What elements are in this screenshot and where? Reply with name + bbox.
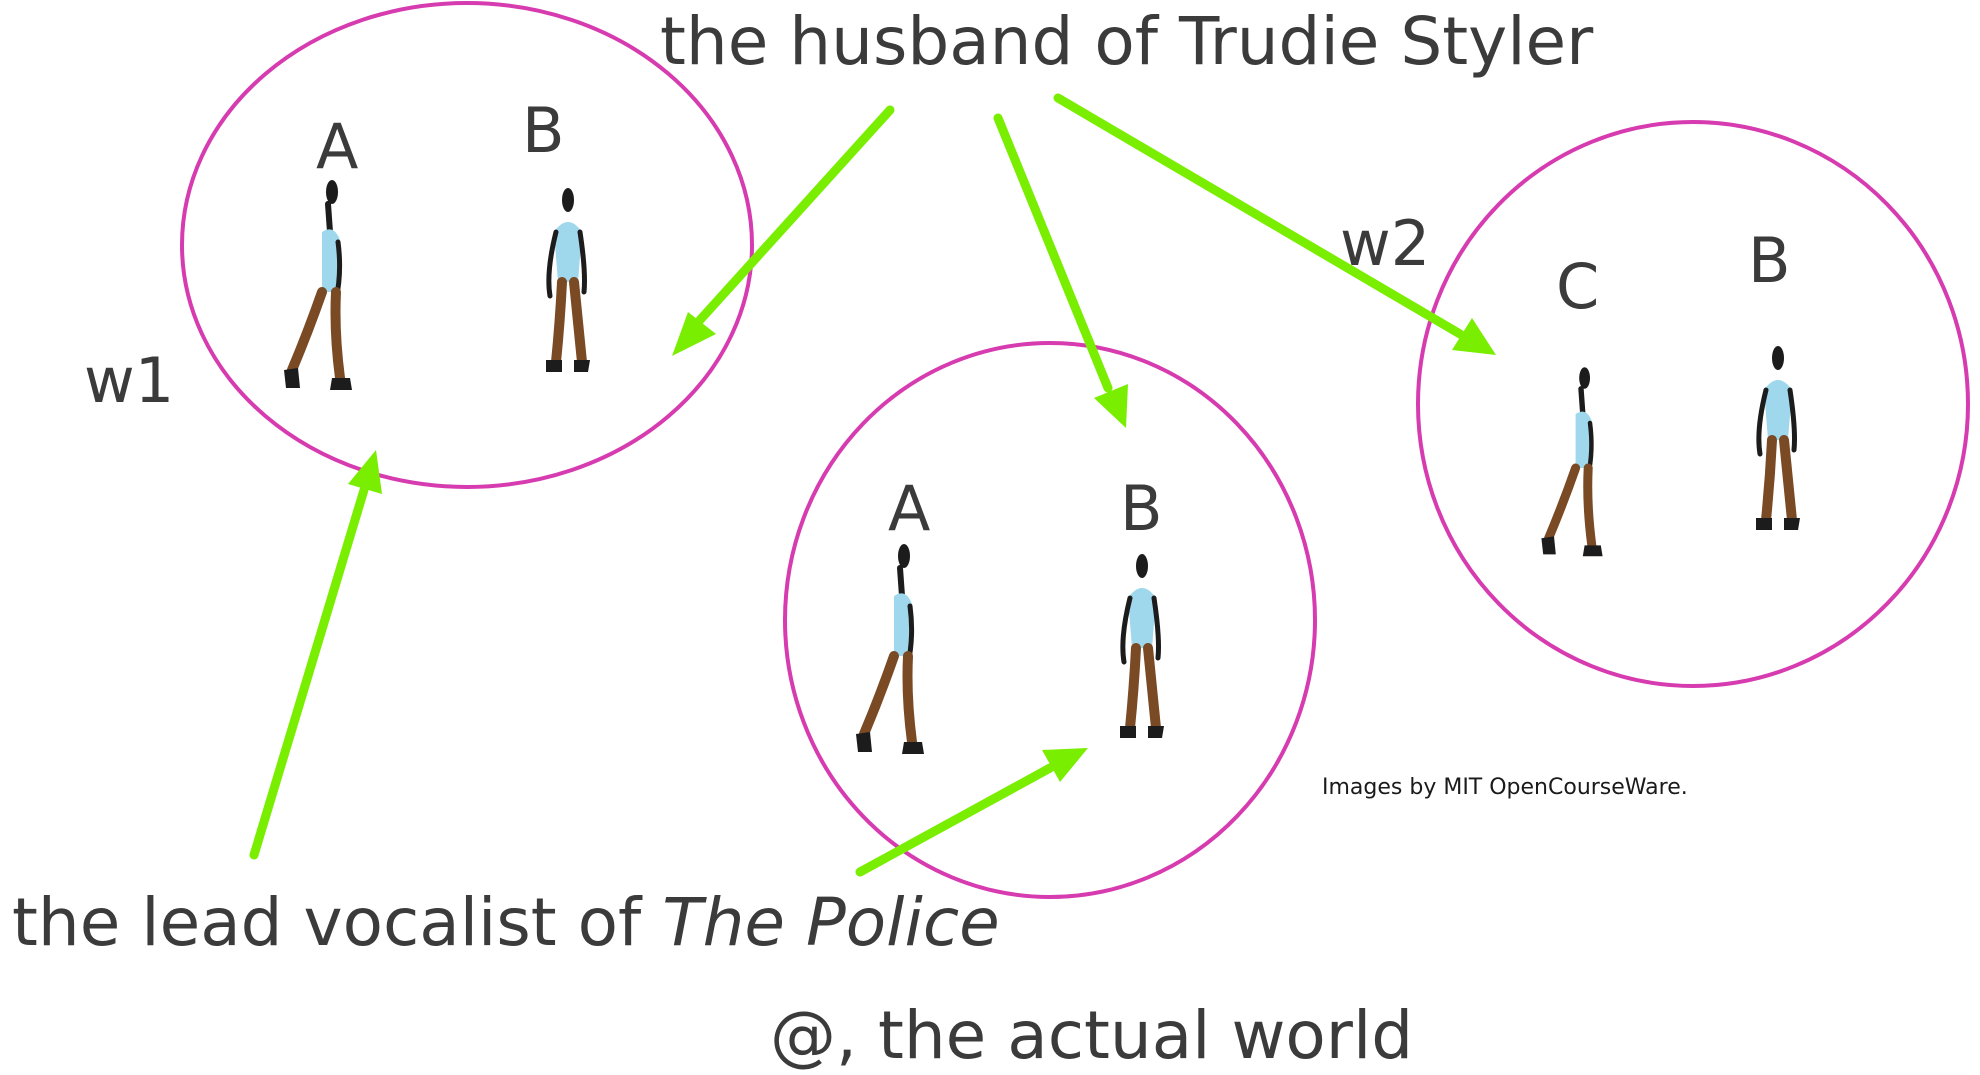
- person-label-actual-a: A: [888, 472, 930, 545]
- world-label-w1: w1: [84, 344, 174, 417]
- person-figure-w1-b: [546, 188, 590, 372]
- person-figure-w2-b: [1756, 346, 1800, 530]
- arrow-bottom-to-w1: [249, 485, 369, 860]
- person-figure-w2-c: [1541, 367, 1602, 556]
- phrase-bottom: the lead vocalist of The Police: [12, 884, 1000, 961]
- person-label-w1-a: A: [316, 110, 358, 183]
- image-credit: Images by MIT OpenCourseWare.: [1322, 775, 1688, 800]
- person-label-w1-b: B: [522, 94, 565, 167]
- phrase-bottom-italic: The Police: [662, 884, 999, 961]
- person-label-actual-b: B: [1120, 472, 1163, 545]
- world-label-w2: w2: [1340, 207, 1430, 280]
- person-figure-actual-a: [856, 544, 924, 754]
- arrow-bottom-to-actual: [855, 763, 1055, 877]
- world-w1-circle: [180, 1, 754, 489]
- phrase-bottom-prefix: the lead vocalist of: [12, 884, 662, 961]
- arrow-top-to-w2: [1053, 93, 1465, 339]
- arrow-top-to-actual: [993, 113, 1113, 393]
- arrows: [249, 93, 1496, 877]
- actual-world-caption: @, the actual world: [770, 997, 1413, 1074]
- person-label-w2-b: B: [1748, 224, 1791, 297]
- actual-world-circle: [783, 341, 1317, 899]
- person-figure-w1-a: [284, 180, 352, 390]
- person-label-w2-c: C: [1556, 250, 1599, 323]
- phrase-top: the husband of Trudie Styler: [660, 3, 1594, 80]
- person-figure-actual-b: [1120, 554, 1164, 738]
- world-w2-circle: [1416, 120, 1970, 688]
- arrow-top-to-w1: [695, 105, 895, 325]
